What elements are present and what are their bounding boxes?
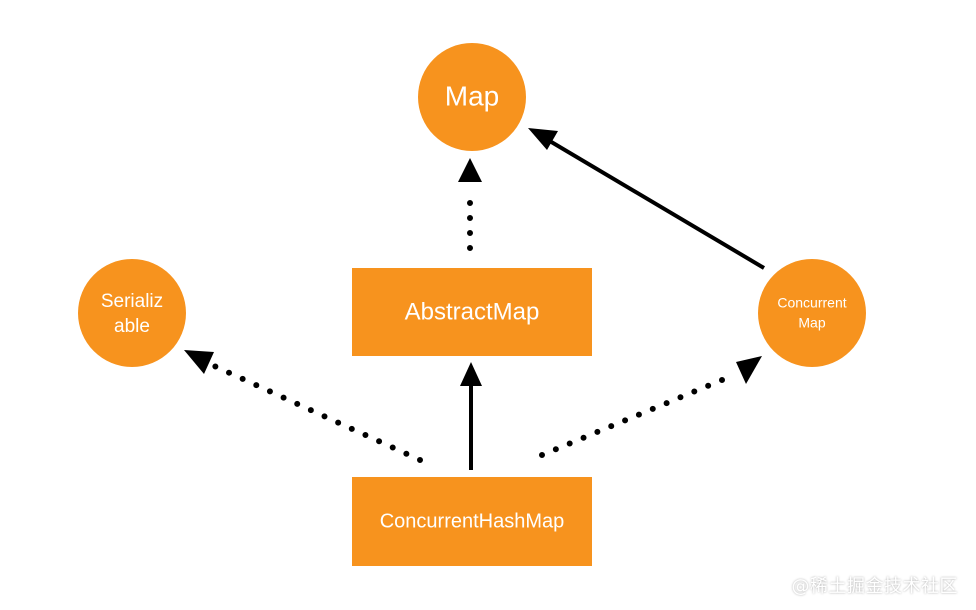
arrowhead-icon [736, 356, 762, 384]
arrowhead-up-icon [460, 362, 482, 386]
edge-abstractmap-to-map [458, 158, 482, 251]
node-map: Map [418, 43, 526, 151]
node-concurrent-map-label-line1: Concurrent [777, 295, 846, 311]
node-abstractmap: AbstractMap [352, 268, 592, 356]
node-concurrent-map-label-line2: Map [798, 315, 825, 331]
node-serializable-label-line2: able [114, 316, 150, 337]
node-concurrenthashmap: ConcurrentHashMap [352, 477, 592, 566]
node-concurrent-map: Concurrent Map [758, 259, 866, 367]
edge-concurrenthashmap-to-serializable [184, 350, 423, 463]
arrowhead-icon [528, 128, 558, 150]
watermark-text: @稀土掘金技术社区 [791, 576, 958, 597]
arrowhead-icon [184, 350, 214, 374]
edge-concurrentmap-to-map [528, 128, 766, 270]
node-map-label: Map [445, 80, 499, 111]
node-concurrenthashmap-label: ConcurrentHashMap [380, 510, 565, 532]
arrowhead-up-icon [458, 158, 482, 182]
node-serializable: Serializ able [78, 259, 186, 367]
node-abstractmap-label: AbstractMap [405, 298, 540, 325]
edge-concurrenthashmap-to-concurrentmap [539, 356, 762, 458]
node-serializable-label-line1: Serializ [101, 291, 163, 312]
edge-concurrenthashmap-to-abstractmap [460, 362, 482, 470]
